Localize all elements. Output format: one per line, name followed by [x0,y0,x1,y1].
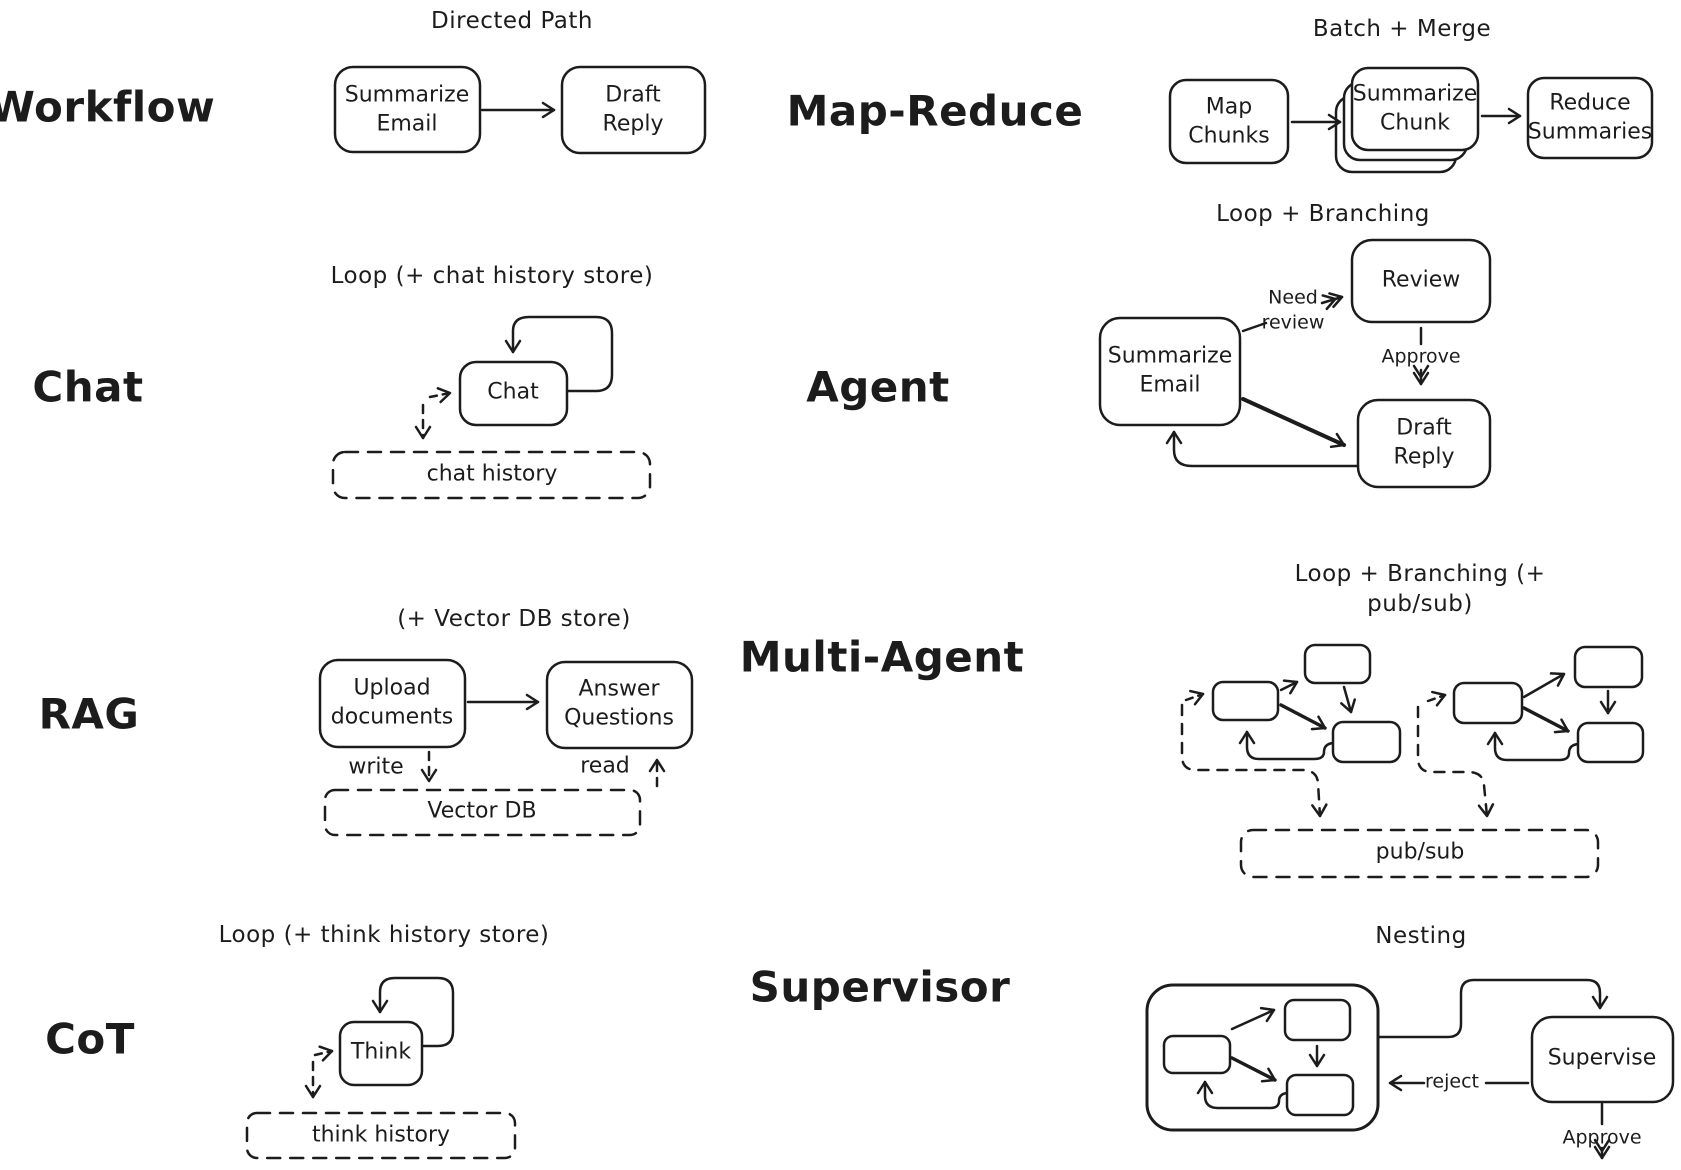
map-reduce-diagram [1168,66,1654,174]
upload-documents-box [318,658,467,749]
cluster1-dashed-in [1184,689,1205,706]
cluster2-arrow-up [1522,672,1566,699]
agent-draft-reply-box [1356,398,1492,489]
agent-summarize-email-text: Summarize Email [1107,343,1233,397]
supervisor-title: Nesting [1375,923,1467,950]
read-label: read [580,753,630,779]
workflow-node-draft-reply-box [560,65,707,155]
workflow-summarize-email-text: Summarize Email [344,82,470,136]
agent-summarize-email-box [1098,316,1242,427]
answer-questions-box [545,660,694,750]
reduce-summaries-text: Reduce Summaries [1527,90,1653,144]
chat-history-store-box [331,450,652,500]
cluster1-arrow-up [1279,679,1299,695]
rag-label: RAG [38,689,140,739]
supervise-text: Supervise [1547,1045,1657,1071]
map-reduce-label: Map-Reduce [786,86,1084,136]
upload-documents-text: Upload documents [330,675,454,729]
vector-db-text: Vector DB [427,798,537,824]
cluster2-dashed-pubsub [1416,705,1495,818]
need-review-tick [1241,321,1268,333]
supervisor-label: Supervisor [749,962,1011,1012]
write-label: write [348,754,404,780]
agent-draft-reply-text: Draft Reply [1393,415,1455,469]
cot-dashed-in-arrow [313,1045,334,1062]
workflow-label: Workflow [0,82,216,132]
map-chunks-text: Map Chunks [1188,94,1270,148]
agent-label: Agent [806,362,950,412]
cluster2-dashed-in [1426,690,1447,707]
cluster2-bottom-box [1576,721,1645,764]
workflow-diagram [333,65,707,155]
reject-label: reject [1425,1070,1479,1093]
agent-draft-arrow [1241,397,1346,449]
cluster1-dashed-pubsub [1180,703,1328,818]
vector-db-store-box [323,788,642,837]
cluster1-arrow-diag [1279,703,1327,731]
answer-questions-text: Answer Questions [564,676,674,730]
chat-loop-arrow [504,315,614,393]
nested-left-box [1162,1034,1232,1075]
think-node-box [338,1020,424,1087]
agent-review-box [1350,238,1492,324]
chat-dashed-in-arrow [428,387,452,404]
chat-node-box [458,360,569,427]
pub-sub-text: pub/sub [1375,839,1465,865]
cot-loop-arrow [371,976,455,1048]
think-node-text: Think [350,1039,412,1065]
multi-agent-diagram [1180,643,1645,879]
chat-title: Loop (+ chat history store) [330,263,654,290]
chat-node-text: Chat [487,379,539,405]
pub-sub-store-box [1239,828,1600,879]
chat-history-text: chat history [426,461,558,487]
agent-diagram [1098,238,1492,489]
multi-agent-title: Loop + Branching (+ pub/sub) [1294,561,1546,617]
cluster2-loop-arrow [1486,731,1580,762]
approve-label: Approve [1381,345,1461,368]
workflow-title: Directed Path [431,8,593,35]
multi-agent-label: Multi-Agent [739,632,1025,682]
summarize-chunk-text: Summarize Chunk [1352,81,1478,135]
agent-return-arrow [1165,430,1360,468]
cluster1-left-box [1211,680,1280,722]
nested-top-box [1283,998,1352,1042]
cluster1-loop-arrow [1238,730,1335,761]
cluster1-arrow-down [1340,685,1357,714]
nested-arrow-up [1230,1006,1276,1031]
workflow-node-summarize-email-box [333,65,482,154]
nested-arrow-diag [1230,1056,1277,1083]
agent-title: Loop + Branching [1216,201,1430,228]
nested-bottom-box [1285,1073,1355,1117]
chat-label: Chat [32,362,144,412]
rag-diagram [318,658,694,837]
chat-diagram [331,315,652,500]
think-history-text: think history [311,1122,451,1148]
cot-title: Loop (+ think history store) [218,922,550,949]
need-review-label: Need review [1261,286,1325,333]
reduce-summaries-box [1526,76,1654,160]
supervisor-diagram [1145,978,1675,1160]
cluster2-top-box [1573,645,1644,689]
think-history-store-box [245,1111,517,1160]
cluster2-arrow-diag [1522,706,1570,734]
cluster2-left-box [1452,681,1524,725]
cluster1-bottom-box [1331,720,1402,764]
cot-diagram [245,976,517,1160]
nested-loop-arrow [1196,1080,1289,1110]
review-text: Review [1381,267,1461,293]
rag-title: (+ Vector DB store) [397,606,631,633]
cot-label: CoT [45,1014,135,1064]
map-reduce-title: Batch + Merge [1312,16,1492,43]
supervisor-approve-label: Approve [1562,1126,1642,1149]
supervisor-out-arrow [1376,978,1609,1039]
summarize-chunk-box [1350,66,1480,152]
cluster1-top-box [1303,643,1372,685]
workflow-draft-reply-text: Draft Reply [602,82,664,136]
need-review-arrow [1320,292,1344,311]
map-chunks-box [1168,78,1290,165]
supervise-box [1530,1015,1675,1104]
